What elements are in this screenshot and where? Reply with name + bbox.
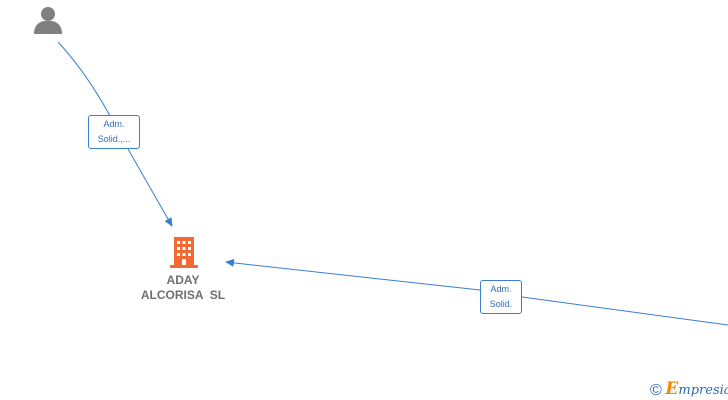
brand-watermark: © Empresia <box>650 379 728 399</box>
edge-label-line-1: Adm. <box>103 119 125 129</box>
copyright-symbol: © <box>650 382 662 399</box>
company-name-label[interactable]: ADAY ALCORISA SL <box>120 273 246 303</box>
edge-label-person-role[interactable]: Adm. Solid.,... <box>88 115 140 149</box>
brand-logo-text: mpresia <box>678 383 728 398</box>
edge-label-line-2: Solid.,... <box>97 134 131 144</box>
building-icon <box>170 237 198 268</box>
edge-label-right-role[interactable]: Adm. Solid. <box>480 280 522 314</box>
edge-person-to-company <box>57 41 172 226</box>
edge-label-line-2: Solid. <box>489 299 513 309</box>
company-node[interactable] <box>167 235 201 269</box>
company-name-line-2: ALCORISA SL <box>140 288 226 302</box>
company-name-line-1: ADAY <box>166 273 200 287</box>
edge-label-line-1: Adm. <box>490 284 512 294</box>
person-node[interactable] <box>33 5 63 35</box>
brand-logo-letter: E <box>665 379 679 399</box>
person-icon <box>34 7 62 34</box>
edge-right-to-company <box>226 262 728 326</box>
